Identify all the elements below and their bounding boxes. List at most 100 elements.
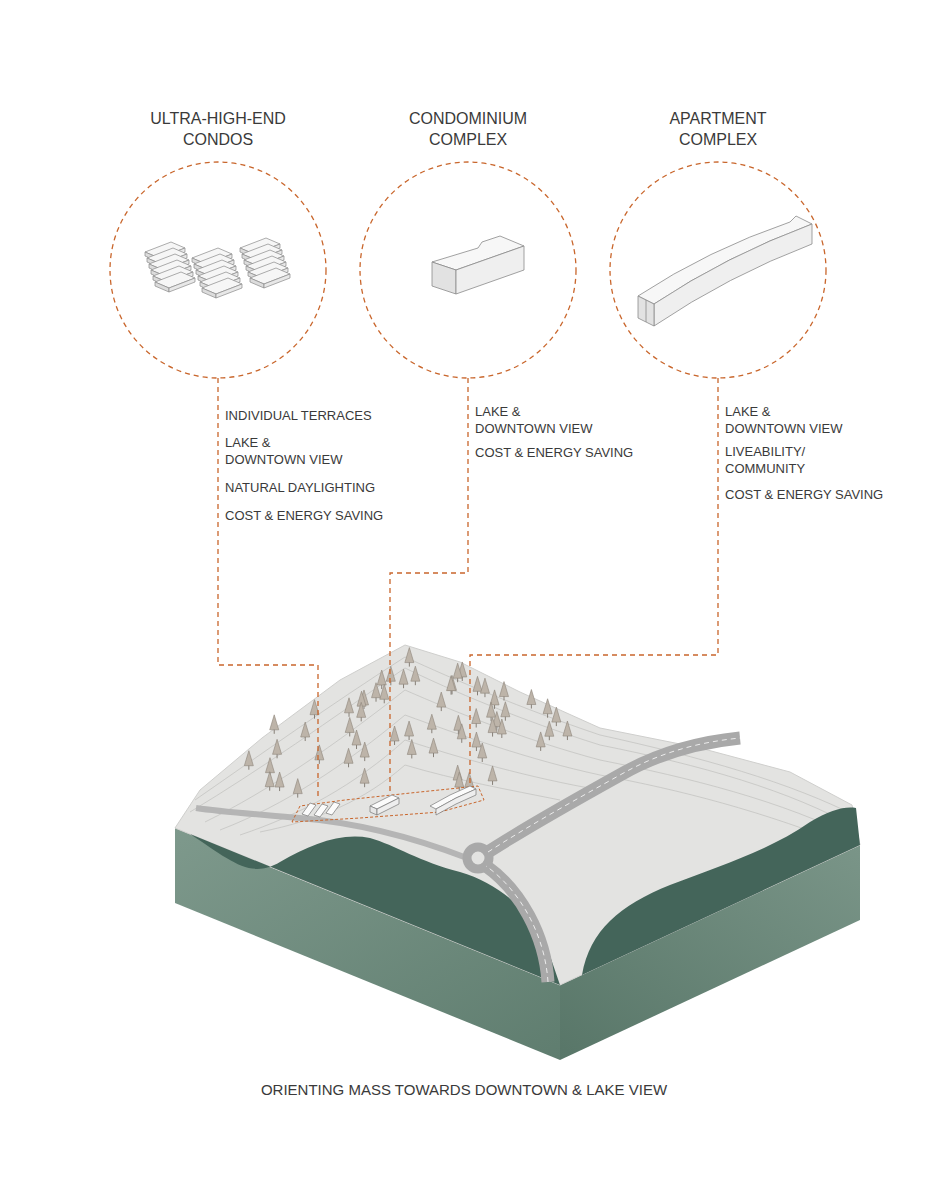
tree: [488, 766, 497, 785]
tree: [429, 738, 438, 757]
tree: [543, 699, 552, 718]
tree-crown: [457, 724, 466, 739]
tree-crown: [377, 670, 386, 685]
tree: [390, 726, 399, 745]
building-massing: [432, 236, 524, 294]
tree-crown: [472, 709, 481, 724]
contour: [220, 715, 860, 850]
concept-circle: APARTMENT COMPLEX: [603, 108, 833, 382]
contour: [260, 765, 560, 832]
tree-crown: [405, 721, 414, 736]
tree-crown: [487, 702, 496, 717]
condo-mass-side: [456, 246, 524, 294]
condo-building: [370, 806, 377, 815]
tree: [273, 739, 282, 758]
tree-crown: [480, 678, 489, 693]
tree-crown: [473, 676, 482, 691]
tree-crown: [270, 715, 279, 730]
tree-crown: [500, 682, 509, 697]
tree-crown: [386, 666, 395, 681]
tree-crown: [488, 766, 497, 781]
tree: [453, 663, 462, 682]
tree: [301, 722, 310, 741]
tree-crown: [552, 707, 561, 722]
tree-crown: [315, 745, 324, 760]
terrace-building: [302, 803, 316, 816]
building-massing: [145, 238, 290, 298]
road-band: [488, 738, 740, 852]
tree: [488, 718, 497, 737]
tree-crown: [352, 730, 361, 745]
site-buildings: [302, 786, 476, 817]
tree: [527, 690, 536, 709]
tree: [265, 772, 274, 791]
tree-crown: [405, 648, 414, 663]
tree-crown: [453, 663, 462, 678]
tree-crown: [472, 732, 481, 747]
lake-water: [190, 834, 560, 985]
tree: [372, 683, 381, 702]
feature-label: NATURAL DAYLIGHTING: [225, 479, 400, 496]
tree: [411, 666, 420, 685]
tree-crown: [437, 692, 446, 707]
tree: [386, 666, 395, 685]
tree: [345, 717, 354, 736]
circle-outline-svg: [606, 158, 830, 382]
tree-crown: [501, 702, 510, 717]
tree: [270, 715, 279, 734]
tree-crown: [293, 779, 302, 794]
tree-crown: [275, 772, 284, 787]
tree: [357, 702, 366, 721]
road-centre-line: [486, 866, 548, 982]
leader-line: [470, 378, 718, 784]
tree-crown: [265, 758, 274, 773]
tree: [293, 779, 302, 798]
tree-crown: [344, 748, 353, 763]
contour-lines: [190, 657, 860, 850]
tree: [405, 648, 414, 667]
tree-crown: [527, 690, 536, 705]
tree: [487, 702, 496, 721]
tree: [501, 702, 510, 721]
tree: [497, 719, 506, 738]
tree: [380, 684, 389, 703]
tree-crown: [447, 676, 456, 691]
typology-heading: APARTMENT COMPLEX: [633, 108, 803, 150]
tree-crown: [273, 739, 282, 754]
feature-label: LAKE & DOWNTOWN VIEW: [225, 434, 349, 468]
tree: [552, 707, 561, 726]
tree-crown: [429, 738, 438, 753]
tree-crown: [407, 739, 416, 754]
tree-crown: [390, 726, 399, 741]
condo-building: [377, 798, 399, 815]
feature-label: COST & ENERGY SAVING: [225, 507, 400, 524]
tree-crown: [372, 683, 381, 698]
tree: [472, 709, 481, 728]
apartment-mass-top: [638, 216, 812, 304]
typology-heading: CONDOMINIUM COMPLEX: [383, 108, 553, 150]
feature-label: LIVEABILITY/ COMMUNITY: [725, 443, 849, 477]
tree-crown: [360, 742, 369, 757]
tree: [472, 732, 481, 751]
tree: [536, 732, 545, 751]
condo-mass-end: [432, 262, 456, 294]
terrace-building: [326, 802, 340, 815]
tree-crown: [497, 719, 506, 734]
tree: [344, 748, 353, 767]
dashed-circle: [610, 162, 826, 378]
tree: [407, 739, 416, 758]
concept-circle: ULTRA-HIGH-END CONDOS: [103, 108, 333, 382]
tree: [545, 721, 554, 740]
tree-crown: [536, 732, 545, 747]
terrace-slab-edge: [155, 282, 169, 292]
tree-crown: [488, 718, 497, 733]
tree: [345, 698, 354, 717]
tree: [563, 721, 572, 740]
terrace-building: [314, 804, 328, 817]
tree: [244, 751, 253, 770]
